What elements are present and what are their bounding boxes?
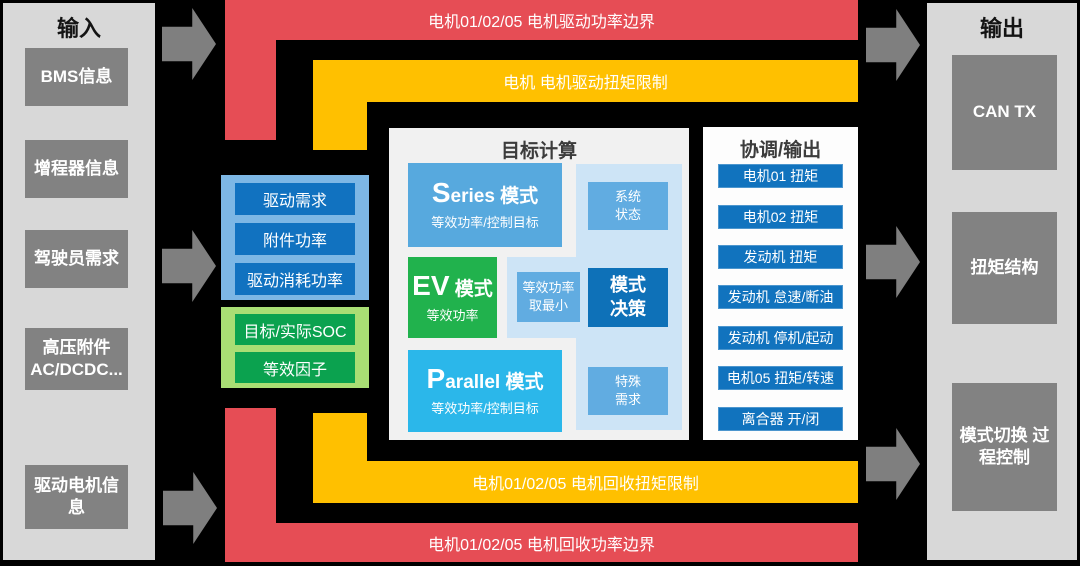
flow-arrow-icon <box>162 8 216 80</box>
parallel-mode-sublabel: 等效功率/控制目标 <box>431 401 539 416</box>
coord-item-engine-torque: 发动机 扭矩 <box>718 245 843 269</box>
coord-output-panel: 协调/输出 电机01 扭矩 电机02 扭矩 发动机 扭矩 发动机 怠速/断油 发… <box>703 127 858 440</box>
output-item-can-tx: CAN TX <box>952 55 1057 170</box>
coord-item-motor05-torque-speed: 电机05 扭矩/转速 <box>718 366 843 390</box>
flow-arrow-icon <box>163 472 217 544</box>
flow-arrow-icon <box>866 428 920 500</box>
band-red-vertical-bottom <box>225 408 276 523</box>
coord-item-clutch-open-close: 离合器 开/闭 <box>718 407 843 431</box>
input-item-bms: BMS信息 <box>25 48 128 106</box>
ev-mode-label: EV 模式 <box>412 269 493 301</box>
soc-item-target-actual: 目标/实际SOC <box>235 314 355 345</box>
demand-group: 驱动需求 附件功率 驱动消耗功率 <box>221 175 369 300</box>
coord-item-motor02-torque: 电机02 扭矩 <box>718 205 843 229</box>
band-recover-torque-limit: 电机01/02/05 电机回收扭矩限制 <box>313 461 858 503</box>
system-state-box: 系统状态 <box>588 182 668 230</box>
flow-arrow-icon <box>866 9 920 81</box>
coord-item-motor01-torque: 电机01 扭矩 <box>718 164 843 188</box>
output-item-torque-structure: 扭矩结构 <box>952 212 1057 324</box>
mode-box-ev: EV 模式 等效功率 <box>408 257 497 338</box>
demand-item-accessory-power: 附件功率 <box>235 223 355 255</box>
band-yellow-vertical-bottom <box>313 413 367 461</box>
band-red-vertical-top <box>225 40 276 140</box>
input-item-range-extender: 增程器信息 <box>25 140 128 198</box>
input-column: 输入 BMS信息 增程器信息 驾驶员需求 高压附件 AC/DCDC... 驱动电… <box>3 3 155 560</box>
output-column-title: 输出 <box>979 16 1024 41</box>
mode-box-parallel: Parallel 模式 等效功率/控制目标 <box>408 350 562 432</box>
flow-arrow-icon <box>162 230 216 302</box>
target-calc-title: 目标计算 <box>500 141 577 162</box>
mode-box-series: Series 模式 等效功率/控制目标 <box>408 163 562 247</box>
input-item-driver-demand: 驾驶员需求 <box>25 230 128 288</box>
output-item-mode-switch-control: 模式切换 过程控制 <box>952 383 1057 511</box>
output-column: 输出 CAN TX 扭矩结构 模式切换 过程控制 <box>927 3 1077 560</box>
series-mode-sublabel: 等效功率/控制目标 <box>431 215 539 230</box>
coord-item-engine-idle-fuelcut: 发动机 怠速/断油 <box>718 285 843 309</box>
special-demand-box: 特殊需求 <box>588 367 668 415</box>
band-drive-power-boundary: 电机01/02/05 电机驱动功率边界 <box>225 0 858 40</box>
soc-item-equiv-factor: 等效因子 <box>235 352 355 383</box>
band-recover-power-boundary: 电机01/02/05 电机回收功率边界 <box>225 523 858 562</box>
mode-decision-box: 模式决策 <box>588 268 668 327</box>
flow-arrow-icon <box>866 226 920 298</box>
target-calc-panel: 目标计算 Series 模式 等效功率/控制目标 EV 模式 等效功率 Para… <box>389 128 689 440</box>
min-equiv-power-box: 等效功率取最小 <box>517 272 580 322</box>
demand-item-drive-request: 驱动需求 <box>235 183 355 215</box>
parallel-mode-label: Parallel 模式 <box>426 363 544 394</box>
band-drive-torque-limit: 电机 电机驱动扭矩限制 <box>313 60 858 102</box>
coord-output-title: 协调/输出 <box>739 140 822 161</box>
band-yellow-vertical-top <box>313 102 367 150</box>
coord-item-engine-stop-start: 发动机 停机/起动 <box>718 326 843 350</box>
soc-group: 目标/实际SOC 等效因子 <box>221 307 369 388</box>
input-column-title: 输入 <box>56 16 101 41</box>
demand-item-drive-consumption: 驱动消耗功率 <box>235 263 355 295</box>
ev-mode-sublabel: 等效功率 <box>426 307 479 323</box>
input-item-drive-motor: 驱动电机信息 <box>25 465 128 529</box>
input-item-hv-accessory: 高压附件 AC/DCDC... <box>25 328 128 390</box>
series-mode-label: Series 模式 <box>431 177 539 208</box>
